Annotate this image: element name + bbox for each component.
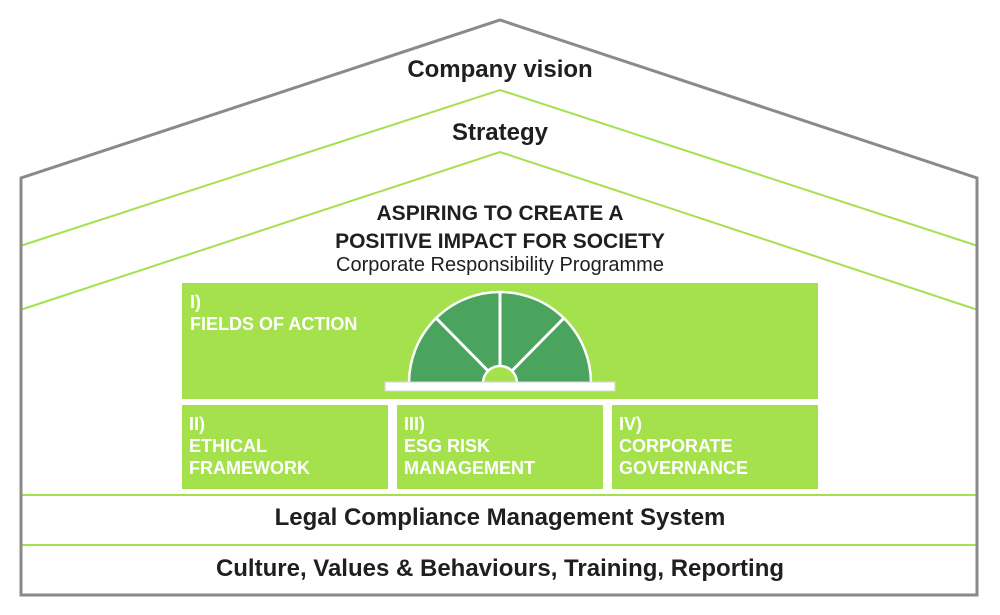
roof-line-strategy xyxy=(19,88,979,247)
programme-label: Corporate Responsibility Programme xyxy=(336,254,664,276)
fan-icon xyxy=(384,290,616,392)
aspiration-heading: ASPIRING TO CREATE A POSITIVE IMPACT FOR… xyxy=(0,200,1000,256)
company-vision-label: Company vision xyxy=(407,56,593,83)
esg-risk-management-line-1: ESG RISK xyxy=(404,436,491,456)
roof-line-programme xyxy=(19,150,979,311)
aspiration-line-1: ASPIRING TO CREATE A xyxy=(376,202,624,225)
ethical-framework-box xyxy=(182,405,388,489)
esg-risk-management-number: III) xyxy=(404,414,425,434)
culture-values-label: Culture, Values & Behaviours, Training, … xyxy=(215,555,785,582)
corporate-governance-label: IV) CORPORATE GOVERNANCE xyxy=(619,413,748,479)
corporate-governance-box xyxy=(612,405,818,489)
esg-risk-management-box xyxy=(397,405,603,489)
ethical-framework-label: II) ETHICAL FRAMEWORK xyxy=(189,413,310,479)
corporate-governance-line-1: CORPORATE xyxy=(619,436,733,456)
house-outline xyxy=(19,18,979,597)
fields-of-action-text: FIELDS OF ACTION xyxy=(190,314,358,334)
esg-risk-management-line-2: MANAGEMENT xyxy=(404,458,535,478)
ethical-framework-line-1: ETHICAL xyxy=(189,436,267,456)
ethical-framework-line-2: FRAMEWORK xyxy=(189,458,310,478)
strategy-label: Strategy xyxy=(451,119,549,146)
ethical-framework-number: II) xyxy=(189,414,205,434)
aspiration-line-2: POSITIVE IMPACT FOR SOCIETY xyxy=(335,230,665,253)
fields-of-action-number: I) xyxy=(190,292,201,312)
corporate-governance-line-2: GOVERNANCE xyxy=(619,458,749,478)
corporate-governance-number: IV) xyxy=(619,414,643,434)
legal-compliance-label: Legal Compliance Management System xyxy=(274,504,726,531)
fields-of-action-label: I) FIELDS OF ACTION xyxy=(190,291,357,335)
esg-risk-management-label: III) ESG RISK MANAGEMENT xyxy=(404,413,535,479)
